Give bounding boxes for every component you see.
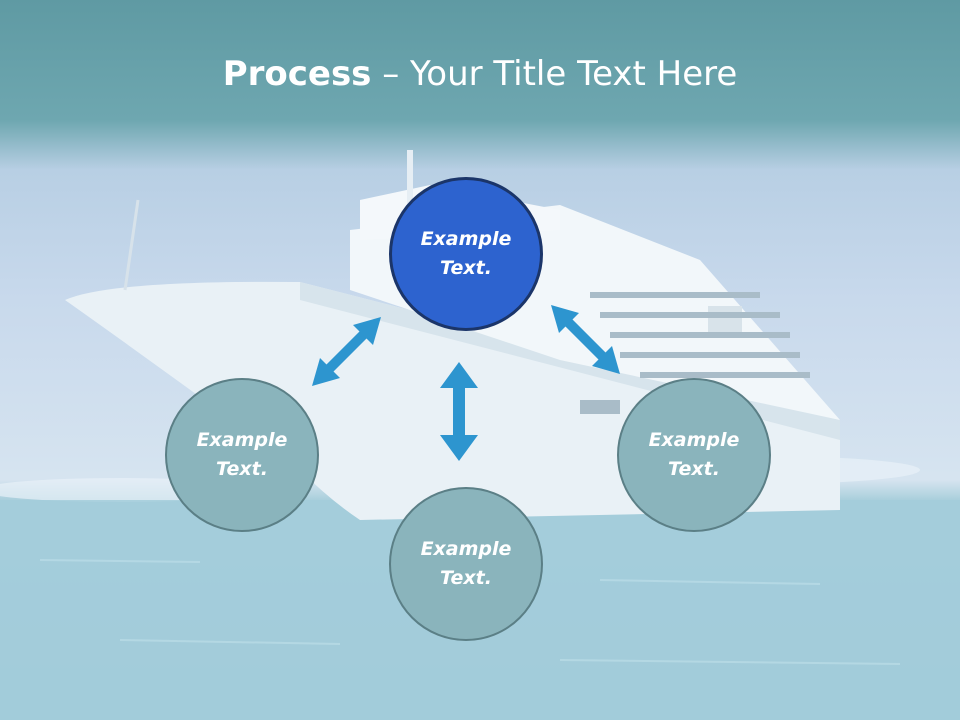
double-arrow-left	[312, 317, 381, 386]
double-arrow-right	[551, 305, 620, 374]
title-bold: Process	[222, 54, 372, 94]
node-right-label: Example Text.	[648, 429, 740, 480]
title-rest: – Your Title Text Here	[371, 54, 738, 94]
process-node-bottom: Example Text.	[389, 487, 543, 641]
process-node-right: Example Text.	[617, 378, 771, 532]
node-bottom-label: Example Text.	[420, 538, 512, 589]
node-left-label: Example Text.	[196, 429, 288, 480]
slide-title: Process – Your Title Text Here	[0, 52, 960, 96]
process-node-top: Example Text.	[389, 177, 543, 331]
node-top-label: Example Text.	[420, 228, 512, 279]
process-node-left: Example Text.	[165, 378, 319, 532]
double-arrow-down	[440, 362, 478, 461]
